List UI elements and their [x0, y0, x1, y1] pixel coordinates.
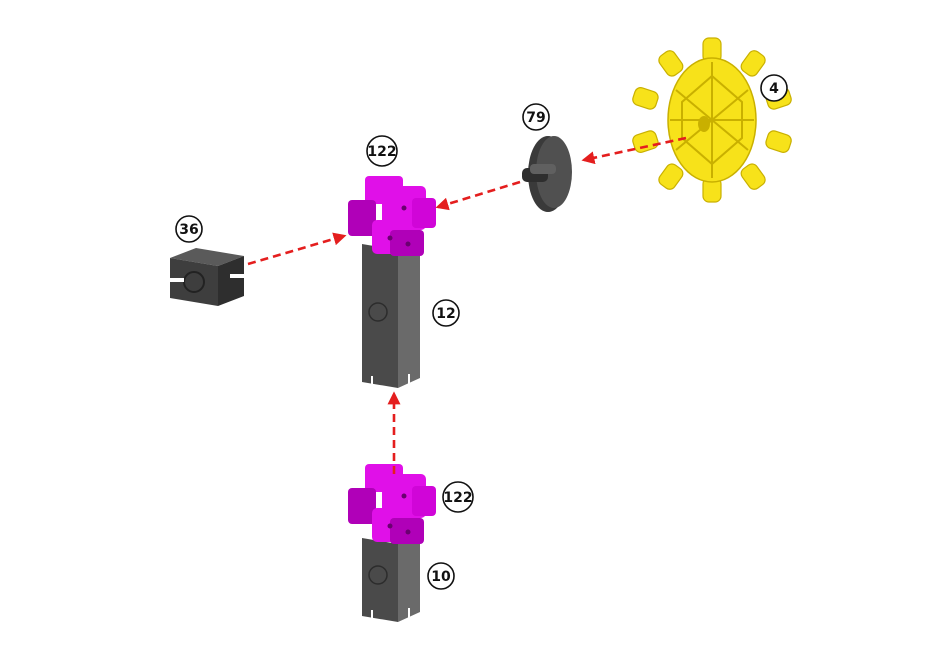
- label-short-rod: 10: [428, 563, 454, 589]
- label-top-connector-text: 122: [367, 144, 396, 160]
- label-bottom-connector: 122: [443, 482, 473, 512]
- long-rod-part: [362, 240, 420, 388]
- bottom-connector-part: [348, 464, 436, 544]
- arrow-block-to-connector: [248, 236, 344, 264]
- label-short-rod-text: 10: [431, 569, 451, 585]
- gear-part: [631, 38, 793, 202]
- top-connector-part: [348, 176, 436, 256]
- arrow-washer-to-connector: [438, 182, 520, 207]
- label-block-text: 36: [179, 222, 198, 238]
- label-long-rod: 12: [433, 300, 459, 326]
- short-rod-part: [362, 534, 420, 622]
- label-block: 36: [176, 216, 202, 242]
- label-washer: 79: [523, 104, 549, 130]
- label-bottom-connector-text: 122: [443, 490, 472, 506]
- washer-part: [522, 136, 572, 212]
- label-long-rod-text: 12: [436, 306, 455, 322]
- label-gear-text: 4: [769, 81, 779, 97]
- label-top-connector: 122: [367, 136, 397, 166]
- block-part: [170, 248, 244, 306]
- label-washer-text: 79: [526, 110, 545, 126]
- label-gear: 4: [761, 75, 787, 101]
